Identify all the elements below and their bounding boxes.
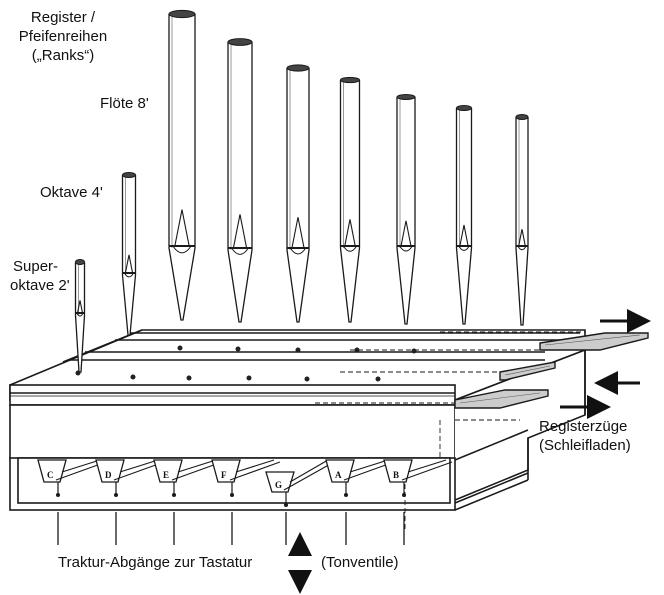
valve-letter: F <box>221 470 227 480</box>
valve-letter: G <box>275 480 282 490</box>
tone-valve-c: C <box>37 459 107 497</box>
organ-pipe <box>168 9 196 321</box>
organ-pipe <box>339 76 361 323</box>
valve-letter: E <box>163 470 169 480</box>
tone-valves: C D E F G A B <box>37 459 453 507</box>
tone-valve-b: B <box>383 459 453 497</box>
chest-front-face <box>9 404 456 461</box>
organ-pipe <box>396 93 416 325</box>
organ-pipe <box>74 259 86 373</box>
registerzuege-label-line: (Schleifladen) <box>539 437 631 454</box>
tone-valve-g: G <box>265 459 335 507</box>
superoktave-label-line: Super- <box>13 258 59 275</box>
ranks-label-line: („Ranks“) <box>31 47 95 64</box>
pipe-rank-floete <box>74 9 529 373</box>
traktur-label: Traktur-Abgänge zur Tastatur <box>58 554 253 571</box>
ranks-label-line: Register / <box>30 9 96 26</box>
slider-1 <box>539 332 649 351</box>
organ-pipe <box>286 64 310 323</box>
floete-label: Flöte 8' <box>100 95 149 112</box>
tone-valve-f: F <box>211 459 281 497</box>
ranks-label-line: Pfeifenreihen <box>18 28 108 45</box>
chest-right-face <box>454 348 586 501</box>
chest-front-slab <box>9 384 456 406</box>
slider-2 <box>499 361 556 381</box>
ranks-label: Register / Pfeifenreihen („Ranks“) <box>8 8 118 65</box>
slider-arrows <box>560 309 651 419</box>
organ-pipe <box>455 105 473 325</box>
superoktave-label-line: oktave 2' <box>10 277 70 294</box>
organ-pipe <box>227 38 253 323</box>
valve-letter: A <box>335 470 342 480</box>
superoktave-label: Super- oktave 2' <box>10 257 70 295</box>
valve-letter: C <box>47 470 54 480</box>
oktave-label: Oktave 4' <box>40 184 103 201</box>
organ-pipe <box>515 114 529 326</box>
slider-3 <box>454 389 549 409</box>
registerzuege-label: Registerzüge (Schleifladen) <box>539 417 631 455</box>
tonventile-label: (Tonventile) <box>321 554 399 571</box>
valve-letter: B <box>393 470 399 480</box>
registerzuege-label-line: Registerzüge <box>539 418 628 435</box>
organ-pipe <box>121 172 137 336</box>
tracker-rods <box>57 512 405 545</box>
toe-holes <box>75 345 417 382</box>
valve-letter: D <box>105 470 112 480</box>
tone-valve-e: E <box>153 459 223 497</box>
